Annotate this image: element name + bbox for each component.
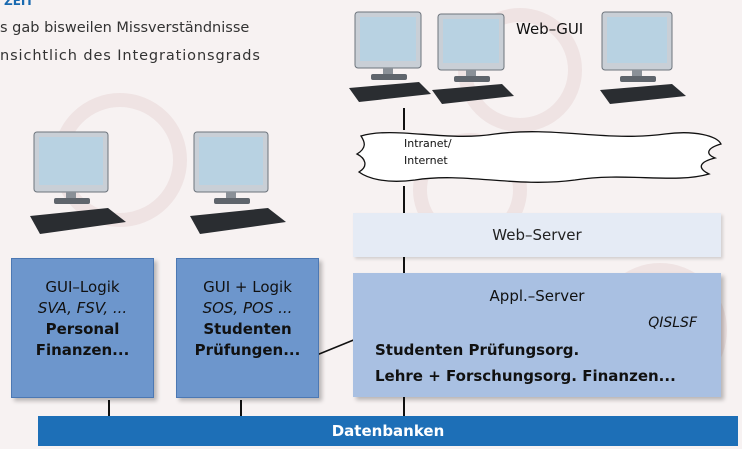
intro-heading-fragment: ZEIT [4,0,34,8]
desktop-computer-icon [600,11,686,104]
application-server-title: Appl.–Server [489,287,585,305]
client-box-line-2: SVA, FSV, ... [37,299,128,317]
connector-line [403,397,405,416]
connector-line [403,186,405,214]
desktop-computer-icon [190,131,286,234]
client-box-line-3: Personal [45,320,120,338]
database-bar: Datenbanken [38,416,738,446]
cloud-label-line-1: Intranet/ [404,137,452,150]
cloud-icon [355,131,722,183]
client-box-line-1: GUI–Logik [45,278,120,296]
connector-line [403,257,405,273]
client-box-line-4: Prüfungen... [194,341,301,359]
application-server-line-2: Lehre + Forschungsorg. Finanzen... [375,367,676,385]
client-box-gui-plus-logik: GUI + Logik SOS, POS ... Studenten Prüfu… [176,258,319,398]
intro-text: s gab bisweilen Missverständnisse nsicht… [0,14,330,70]
intro-line-1: s gab bisweilen Missverständnisse [0,20,250,36]
client-box-gui-logik: GUI–Logik SVA, FSV, ... Personal Finanze… [11,258,154,398]
intro-line-2: nsichtlich des Integrationsgrads [0,48,261,64]
application-server-product: QISLSF [648,315,697,331]
connector-line [108,400,110,416]
desktop-computer-icon [432,13,514,104]
connector-line [240,400,242,416]
application-server-line-1: Studenten Prüfungsorg. [375,341,580,359]
client-box-line-2: SOS, POS ... [202,299,293,317]
cloud-label-line-2: Internet [404,154,448,167]
web-gui-label: Web–GUI [516,20,584,38]
web-server-box: Web–Server [353,213,721,257]
application-server-box: Appl.–Server QISLSF Studenten Prüfungsor… [353,273,721,397]
client-box-line-3: Studenten [203,320,292,338]
client-box-line-4: Finanzen... [35,341,130,359]
connector-line [403,108,405,130]
client-box-line-1: GUI + Logik [203,278,292,296]
desktop-computer-icon [349,11,431,102]
desktop-computer-icon [30,131,126,234]
